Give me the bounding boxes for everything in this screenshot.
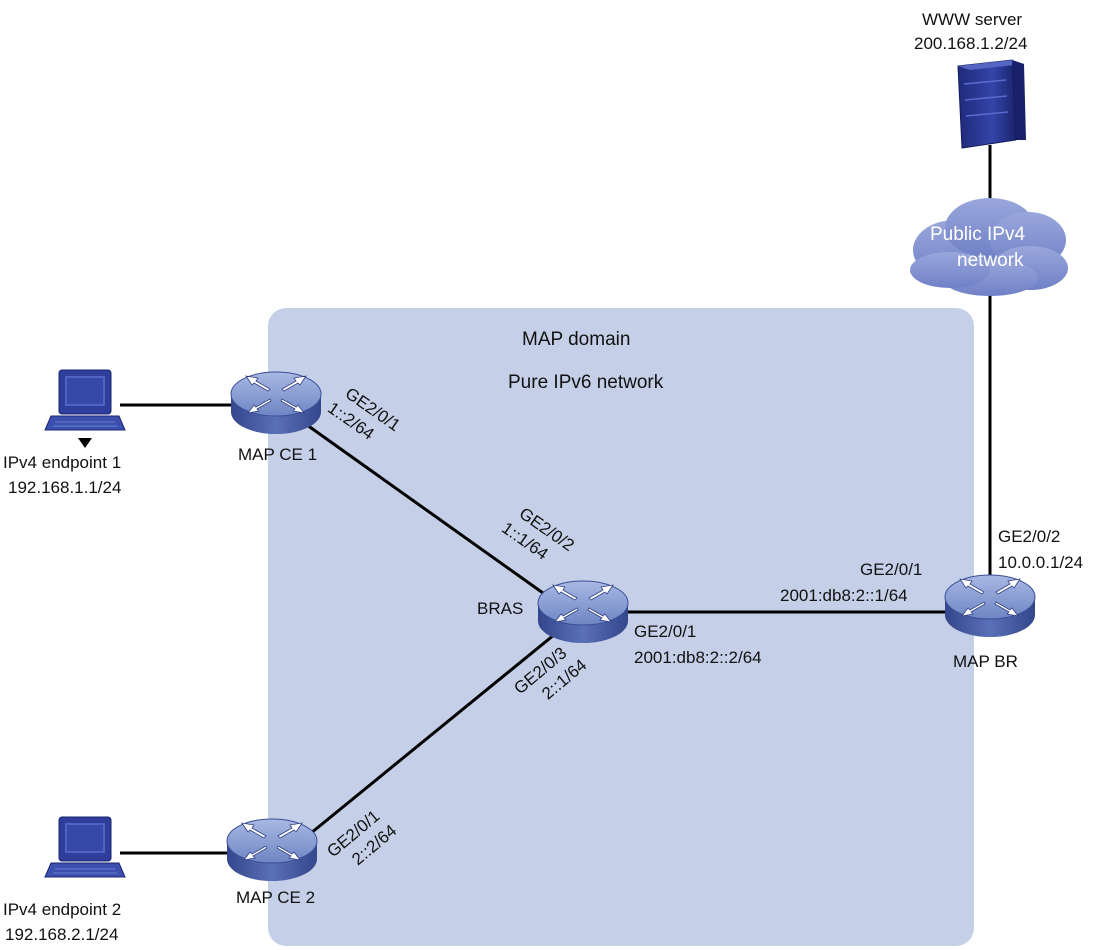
pointer-icon [78, 438, 92, 448]
map-ce1-router[interactable]: MAP CE 1 [230, 371, 322, 464]
link-ce2-bras [299, 628, 561, 844]
pc-icon [44, 369, 126, 431]
router-icon [537, 580, 629, 644]
domain-title: MAP domain [522, 329, 630, 350]
router-icon [230, 371, 322, 435]
iface-br-ge202: GE2/0/2 10.0.0.1/24 [998, 527, 1083, 572]
iface-ip: 10.0.0.1/24 [998, 553, 1083, 572]
map-ce1-name: MAP CE 1 [238, 445, 317, 464]
iface-bras-ge201: GE2/0/1 2001:db8:2::2/64 [634, 622, 762, 667]
endpoint1-ip: 192.168.1.1/24 [8, 478, 121, 497]
domain-subtitle: Pure IPv6 network [508, 372, 664, 393]
iface-br-ge201: GE2/0/1 2001:db8:2::1/64 [780, 560, 922, 605]
bras-name: BRAS [477, 599, 523, 618]
map-ce2-router[interactable]: MAP CE 2 [226, 818, 318, 907]
link-ce1-bras [299, 418, 551, 600]
map-ce2-name: MAP CE 2 [236, 888, 315, 907]
iface-ip: 2001:db8:2::1/64 [780, 586, 908, 605]
server-icon [957, 59, 1026, 149]
ipv4-endpoint-1[interactable]: IPv4 endpoint 1 192.168.1.1/24 [3, 369, 126, 497]
router-icon [944, 574, 1036, 638]
cloud-label-line2: network [957, 250, 1024, 271]
endpoint2-name: IPv4 endpoint 2 [3, 900, 121, 919]
endpoint1-name: IPv4 endpoint 1 [3, 453, 121, 472]
public-ipv4-network[interactable]: Public IPv4 network [910, 198, 1068, 296]
www-server-ip: 200.168.1.2/24 [914, 34, 1027, 53]
bras-router[interactable]: BRAS [477, 580, 629, 644]
map-br-name: MAP BR [953, 652, 1018, 671]
router-icon [226, 818, 318, 882]
cloud-label-line1: Public IPv4 [930, 224, 1025, 245]
cloud-icon [910, 198, 1068, 296]
endpoint2-ip: 192.168.2.1/24 [5, 925, 118, 944]
iface-port: GE2/0/1 [860, 560, 922, 579]
iface-ip: 2001:db8:2::2/64 [634, 648, 762, 667]
pc-icon [44, 816, 126, 878]
www-server[interactable]: WWW server 200.168.1.2/24 [914, 10, 1027, 149]
map-br-router[interactable]: MAP BR [944, 574, 1036, 671]
www-server-name: WWW server [922, 10, 1022, 29]
iface-port: GE2/0/1 [634, 622, 696, 641]
iface-port: GE2/0/2 [998, 527, 1060, 546]
ipv4-endpoint-2[interactable]: IPv4 endpoint 2 192.168.2.1/24 [3, 816, 126, 944]
